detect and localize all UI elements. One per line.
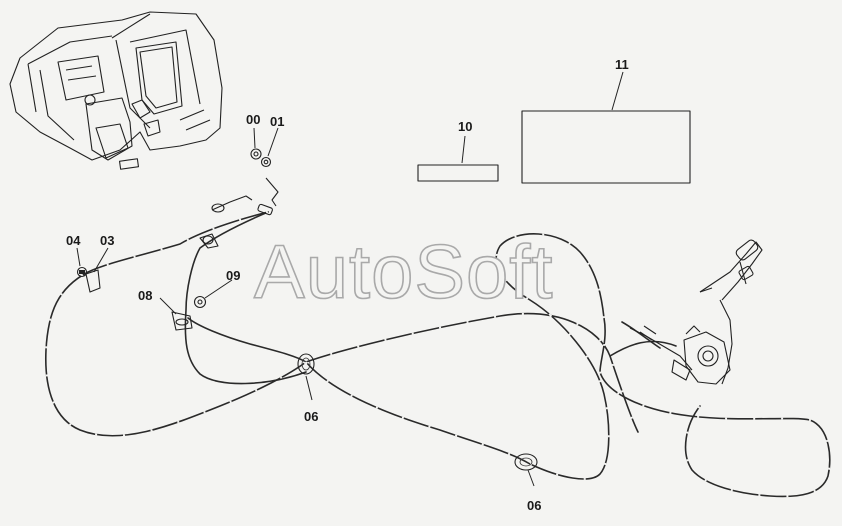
callout-04: 04 xyxy=(66,233,81,248)
grommet-06a xyxy=(297,353,315,375)
callout-10: 10 xyxy=(458,119,472,134)
lever-assembly xyxy=(629,239,763,385)
fastener-01 xyxy=(260,156,272,168)
leader-lines xyxy=(76,71,624,487)
decal-11 xyxy=(521,110,691,184)
callout-11: 11 xyxy=(615,57,629,72)
callout-06-a: 06 xyxy=(304,409,318,424)
watermark-text: AutoSoft xyxy=(254,230,554,315)
fastener-00 xyxy=(250,148,262,160)
bolt-04 xyxy=(76,266,88,278)
callout-00: 00 xyxy=(246,112,260,127)
callout-06-b: 06 xyxy=(527,498,541,513)
connector-group xyxy=(199,177,279,249)
callout-01: 01 xyxy=(270,114,284,129)
decal-10 xyxy=(417,164,499,182)
clamp-08 xyxy=(171,311,193,331)
callout-03: 03 xyxy=(100,233,114,248)
excavator-illustration xyxy=(9,11,223,170)
clip-03 xyxy=(85,269,101,293)
callouts: 00 01 04 03 08 09 06 06 10 11 xyxy=(66,57,629,513)
callout-08: 08 xyxy=(138,288,152,303)
grommet-06b xyxy=(514,453,538,471)
callout-09: 09 xyxy=(226,268,240,283)
nut-09 xyxy=(193,295,207,309)
